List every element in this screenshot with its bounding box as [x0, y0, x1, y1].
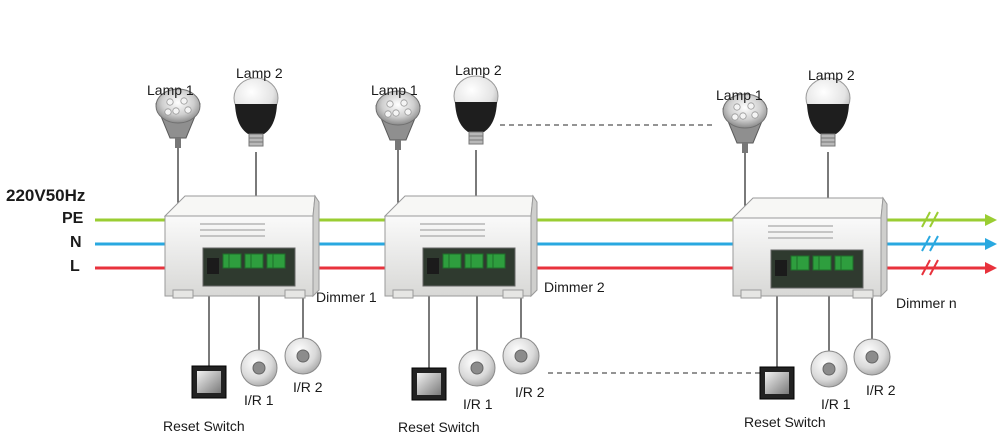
unitn-lamp1-label: Lamp 1: [716, 87, 763, 103]
spotlight-led-icon: [166, 98, 174, 106]
unit1-ir1-label: I/R 1: [244, 392, 274, 408]
reset-switch-face-icon: [417, 373, 441, 395]
ir-sensor-lens-icon: [470, 361, 484, 375]
mount-tab-left: [392, 289, 414, 299]
spotlight-pin-icon: [395, 140, 401, 150]
mount-tab-left: [740, 289, 762, 299]
supply-label: 220V50Hz: [6, 186, 86, 205]
board-chip-icon: [207, 258, 219, 274]
spotlight-led-icon: [739, 112, 747, 120]
dimmer-module-side: [530, 194, 538, 298]
terminal-block-icon: [266, 253, 286, 269]
unit2-lamp1-label: Lamp 1: [371, 82, 418, 98]
spotlight-led-icon: [731, 113, 739, 121]
reset-switch-face-icon: [765, 372, 789, 394]
terminal-block-icon: [244, 253, 264, 269]
terminal-block-icon: [812, 255, 832, 271]
terminal-block-icon: [486, 253, 506, 269]
dimmer-units: [155, 75, 891, 401]
bulb-base-icon: [468, 131, 484, 145]
terminal-block-icon: [442, 253, 462, 269]
pe-arrow-icon: [985, 214, 997, 226]
unit1-lamp1-label: Lamp 1: [147, 82, 194, 98]
spotlight-led-icon: [733, 103, 741, 111]
spotlight-led-icon: [172, 107, 180, 115]
spotlight-led-icon: [164, 108, 172, 116]
ir-sensor-lens-icon: [514, 349, 528, 363]
unit2-ir1-label: I/R 1: [463, 396, 493, 412]
unit1-dimmer-label: Dimmer 1: [316, 289, 377, 305]
mount-tab-left: [172, 289, 194, 299]
board-chip-icon: [775, 260, 787, 276]
dimmer-unit-1: [155, 77, 322, 399]
bulb-base-icon: [820, 133, 836, 147]
pe-label: PE: [62, 210, 84, 227]
dimmer-module-top: [163, 195, 316, 217]
unitn-dimmer-label: Dimmer n: [896, 295, 957, 311]
terminal-block-icon: [834, 255, 854, 271]
ir-sensor-lens-icon: [865, 350, 879, 364]
unit2-dimmer-label: Dimmer 2: [544, 279, 605, 295]
bulb-heatsink-icon: [807, 104, 849, 134]
dimmer-module-top: [383, 195, 534, 217]
terminal-block-icon: [464, 253, 484, 269]
spotlight-pin-icon: [742, 143, 748, 153]
ir-sensor-lens-icon: [822, 362, 836, 376]
bulb-heatsink-icon: [455, 102, 497, 132]
spotlight-pin-icon: [175, 138, 181, 148]
spotlight-led-icon: [392, 109, 400, 117]
unitn-reset-label: Reset Switch: [744, 414, 826, 430]
mount-tab-right: [502, 289, 524, 299]
ir-sensor-lens-icon: [296, 349, 310, 363]
spotlight-led-icon: [747, 102, 755, 110]
spotlight-led-icon: [180, 97, 188, 105]
spotlight-led-icon: [400, 99, 408, 107]
spotlight-led-icon: [384, 110, 392, 118]
reset-switch-face-icon: [197, 371, 221, 393]
unitn-lamp2-label: Lamp 2: [808, 67, 855, 83]
unit1-lamp2-label: Lamp 2: [236, 65, 283, 81]
n-label: N: [70, 234, 82, 251]
mount-tab-right: [284, 289, 306, 299]
mount-tab-right: [852, 289, 874, 299]
unit2-ir2-label: I/R 2: [515, 384, 545, 400]
unit2-lamp2-label: Lamp 2: [455, 62, 502, 78]
l-arrow-icon: [985, 262, 997, 274]
unit2-reset-label: Reset Switch: [398, 419, 480, 435]
unit1-reset-label: Reset Switch: [163, 418, 245, 434]
dimmer-unit-3: [722, 77, 891, 400]
dimmer-module-side: [312, 194, 320, 298]
unitn-ir1-label: I/R 1: [821, 396, 851, 412]
terminal-block-icon: [222, 253, 242, 269]
n-arrow-icon: [985, 238, 997, 250]
unit1-ir2-label: I/R 2: [293, 379, 323, 395]
spotlight-led-icon: [751, 111, 759, 119]
spotlight-led-icon: [386, 100, 394, 108]
spotlight-led-icon: [404, 108, 412, 116]
l-label: L: [70, 258, 80, 275]
spotlight-led-icon: [184, 106, 192, 114]
bulb-heatsink-icon: [235, 104, 277, 134]
ir-sensor-lens-icon: [252, 361, 266, 375]
board-chip-icon: [427, 258, 439, 274]
unitn-ir2-label: I/R 2: [866, 382, 896, 398]
dimmer-module-top: [731, 197, 884, 219]
dimmer-module-side: [880, 196, 888, 298]
bulb-base-icon: [248, 133, 264, 147]
line-break-marks-icon: [921, 211, 939, 276]
dimmer-unit-2: [375, 75, 540, 401]
terminal-block-icon: [790, 255, 810, 271]
